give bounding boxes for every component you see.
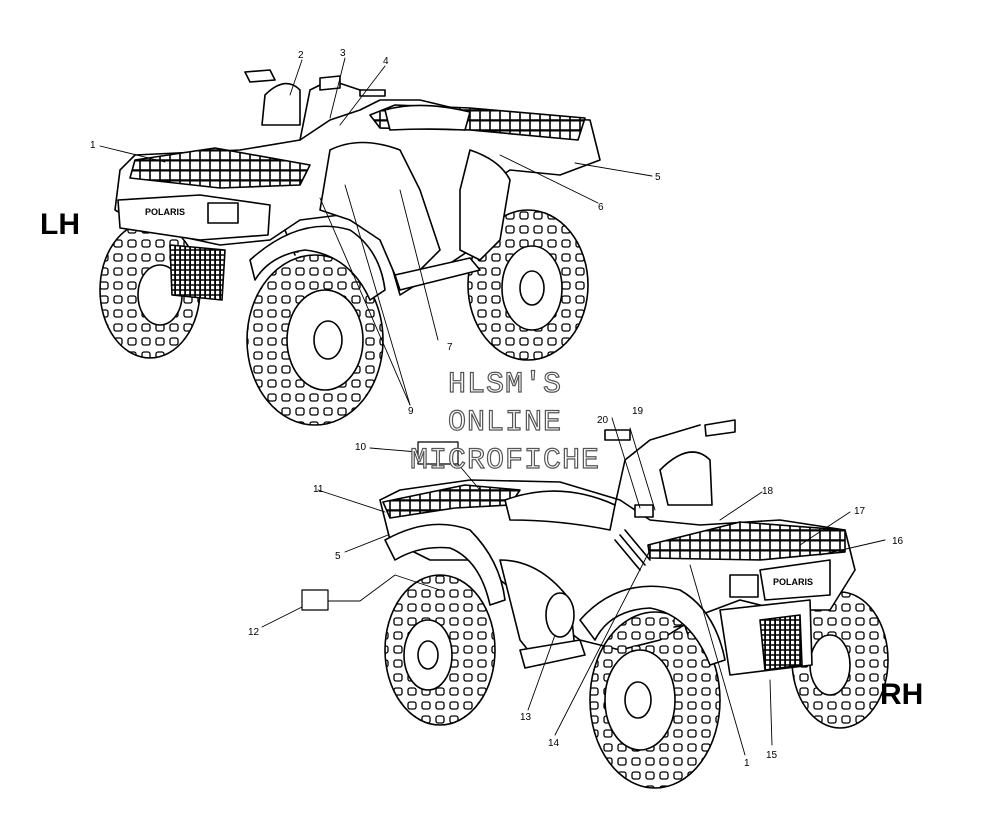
lh-rear-wheel bbox=[467, 209, 589, 361]
callout-rh-18: 18 bbox=[762, 486, 774, 497]
side-label-lh: LH bbox=[40, 208, 80, 241]
watermark-line-3: MICROFICHE bbox=[409, 443, 601, 478]
callout-lh-3: 3 bbox=[340, 48, 346, 59]
watermark-line-2: ONLINE bbox=[447, 405, 563, 440]
callout-rh-1: 1 bbox=[744, 758, 750, 769]
leader-lines bbox=[99, 57, 886, 756]
callout-lh-1: 1 bbox=[90, 140, 96, 151]
lh-front-rack bbox=[129, 147, 311, 189]
rh-front-rack bbox=[647, 521, 846, 561]
side-label-rh: RH bbox=[880, 678, 924, 711]
atv-right-view: POLARIS bbox=[379, 419, 889, 789]
callout-rh-13: 13 bbox=[520, 712, 532, 723]
lh-near-wheel bbox=[246, 254, 384, 426]
callout-lh-7: 7 bbox=[447, 342, 453, 353]
callout-rh-11: 11 bbox=[313, 484, 324, 495]
rh-brand-plate: POLARIS bbox=[773, 577, 813, 587]
callout-rh-20: 20 bbox=[597, 415, 609, 426]
rh-rear-wheel bbox=[384, 574, 496, 726]
callout-numbers: 1 2 3 4 5 6 7 9 10 11 5 12 13 14 1 15 16… bbox=[90, 48, 904, 769]
callout-rh-14: 14 bbox=[548, 738, 560, 749]
lh-brand-plate: POLARIS bbox=[145, 207, 185, 217]
callout-rh-12: 12 bbox=[248, 627, 260, 638]
callout-lh-6: 6 bbox=[598, 202, 604, 213]
callout-rh-19: 19 bbox=[632, 406, 644, 417]
decal-10 bbox=[417, 441, 459, 465]
callout-rh-17: 17 bbox=[854, 506, 866, 517]
callout-rh-16: 16 bbox=[892, 536, 904, 547]
callout-lh-5: 5 bbox=[655, 172, 661, 183]
callout-lh-9: 9 bbox=[408, 406, 414, 417]
decal-12 bbox=[301, 589, 329, 611]
rh-near-wheel bbox=[589, 611, 721, 789]
callout-rh-5: 5 bbox=[335, 551, 341, 562]
callout-lh-4: 4 bbox=[383, 56, 389, 67]
callout-lh-2: 2 bbox=[298, 50, 304, 61]
callout-rh-15: 15 bbox=[766, 750, 778, 761]
callout-rh-10: 10 bbox=[355, 442, 367, 453]
atv-left-view: POLARIS bbox=[99, 69, 601, 426]
watermark-line-1: HLSM'S bbox=[447, 367, 563, 402]
